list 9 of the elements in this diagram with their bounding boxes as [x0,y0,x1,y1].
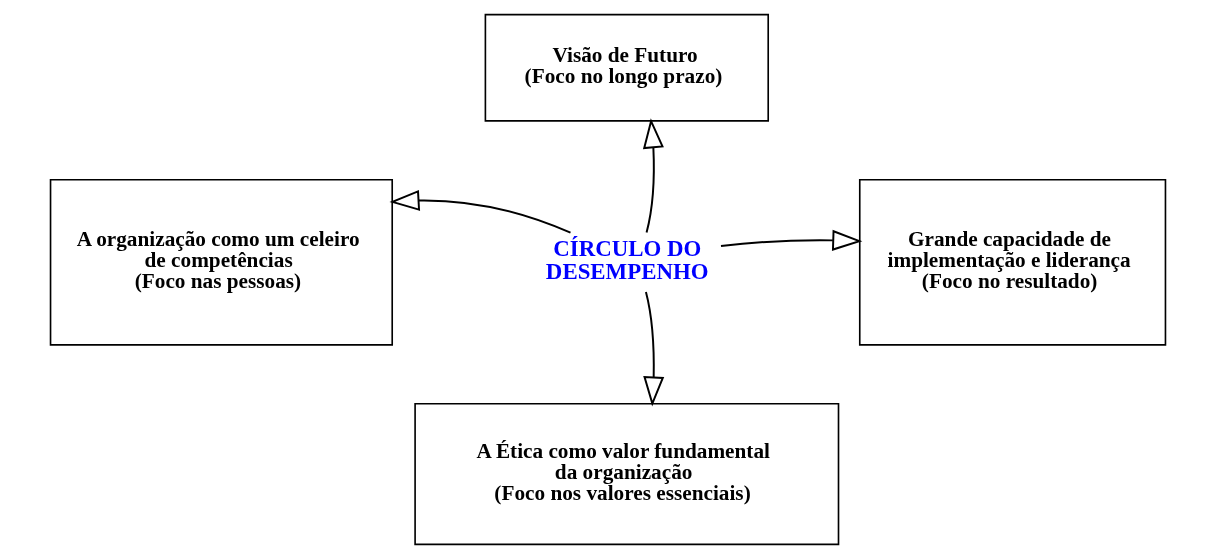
node-box: A organização como um celeiro de competências (Foco nas pessoas) [49,178,394,346]
arrow [643,291,665,407]
node-box: Grande capacidade de implementação e liderança (Foco no resultado) [858,178,1167,346]
arrow [642,118,664,234]
node-text: CÍRCULO DO DESEMPENHO [545,236,709,285]
node-box: Visão de Futuro (Foco no longo prazo) [484,13,770,122]
node-box: A Ética como valor fundamental da organização (Foco nos valores essenciais) [414,402,840,546]
arrow [389,189,572,234]
arrow [720,229,863,251]
